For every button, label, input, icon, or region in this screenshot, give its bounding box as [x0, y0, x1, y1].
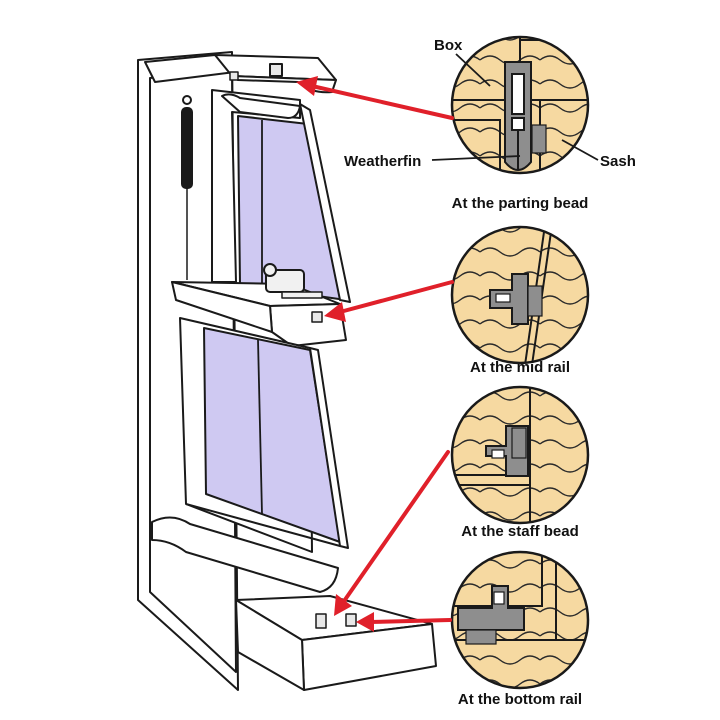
window-sill-side: [235, 599, 305, 691]
leader-box: [455, 53, 491, 87]
detail-bottom-rail: At the bottom rail: [450, 550, 590, 708]
detail-parting-bead: At the parting bead: [450, 35, 590, 212]
lower-glazing-bar: [257, 339, 263, 515]
label-box: Box: [434, 37, 463, 54]
upper-glass-edge: [299, 103, 351, 303]
label-weatherfin: Weatherfin: [344, 153, 421, 170]
detail-caption: At the bottom rail: [458, 691, 582, 708]
sash-lock-icon: [263, 263, 323, 299]
bottom-rail: [151, 516, 339, 593]
arrow-parting-bead: [310, 84, 454, 120]
sash-window-illustration: [137, 51, 437, 691]
detail-staff-bead: At the staff bead: [450, 385, 590, 540]
weatherfin-slot-bottom-a: [315, 613, 327, 629]
arrow-mid-rail: [338, 280, 454, 314]
meeting-rail-side: [171, 281, 273, 333]
lower-glass-edge: [309, 347, 349, 549]
leader-sash: [561, 139, 599, 161]
leader-weatherfin: [431, 155, 521, 161]
detail-caption: At the staff bead: [461, 523, 579, 540]
arrow-bottom-rail: [368, 618, 452, 624]
arrow-staff-bead: [340, 450, 450, 606]
sash-balance-rod: [181, 107, 193, 189]
sash-wood: [539, 99, 588, 173]
weatherfin-slot-bottom-b: [345, 613, 357, 627]
detail-caption: At the mid rail: [470, 359, 570, 376]
weatherfin-slot-mid: [311, 311, 323, 323]
callout-labels: Box Weatherfin Sash: [344, 37, 636, 170]
pointer-arrows: [296, 76, 454, 632]
weatherfin-slot-top: [269, 63, 283, 77]
detail-caption: At the parting bead: [452, 195, 589, 212]
label-sash: Sash: [600, 153, 636, 170]
detail-mid-rail: At the mid rail: [450, 225, 590, 376]
